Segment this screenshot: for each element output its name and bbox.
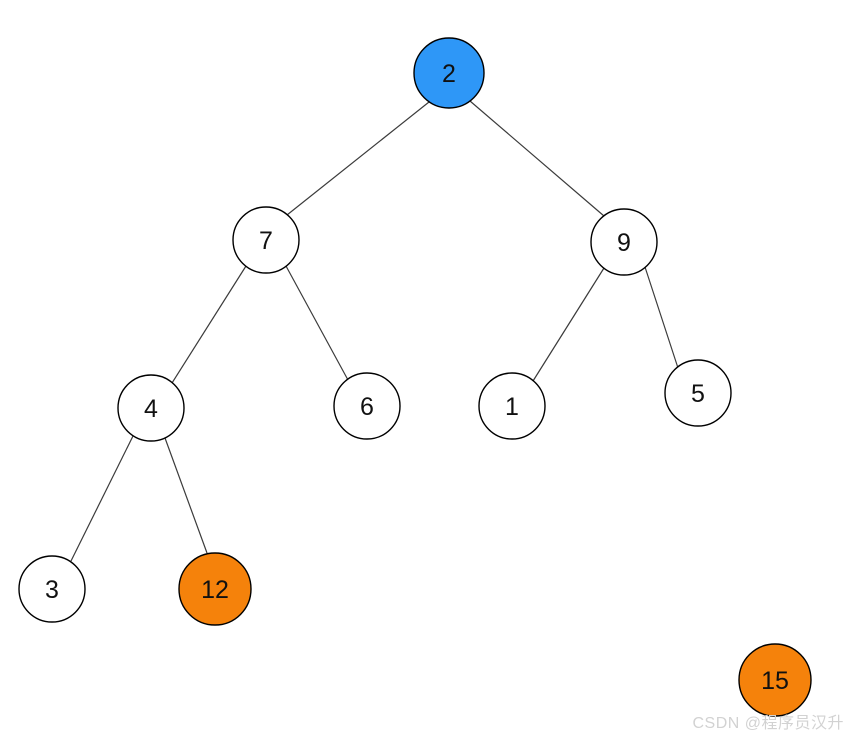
node-circle[interactable] [590, 208, 658, 276]
tree-edge [164, 437, 208, 554]
node-label: 7 [259, 227, 273, 255]
node-label: 5 [691, 380, 705, 408]
tree-edge [285, 265, 349, 381]
node-label: 6 [360, 393, 374, 421]
node-circle[interactable] [18, 555, 86, 623]
tree-node[interactable]: 7 [232, 206, 300, 274]
tree-edge [171, 265, 247, 384]
node-circle[interactable] [664, 359, 732, 427]
tree-node[interactable]: 12 [178, 552, 252, 626]
watermark-text: CSDN @程序员汉升 [692, 715, 844, 732]
tree-edge [644, 266, 679, 369]
tree-node[interactable]: 3 [18, 555, 86, 623]
node-circle[interactable] [178, 552, 252, 626]
node-circle[interactable] [413, 37, 485, 109]
node-circle[interactable] [333, 372, 401, 440]
node-label: 15 [761, 667, 789, 695]
tree-edge [469, 100, 605, 217]
node-circle[interactable] [117, 374, 185, 442]
edges-group [70, 100, 679, 562]
node-label: 2 [442, 60, 456, 88]
node-circle[interactable] [232, 206, 300, 274]
tree-edge [532, 267, 605, 382]
node-label: 9 [617, 229, 631, 257]
tree-node[interactable]: 6 [333, 372, 401, 440]
tree-node[interactable]: 5 [664, 359, 732, 427]
tree-node[interactable]: 4 [117, 374, 185, 442]
node-circle[interactable] [478, 372, 546, 440]
node-circle[interactable] [738, 643, 812, 717]
tree-edge [70, 435, 134, 562]
node-label: 12 [201, 576, 229, 604]
tree-node[interactable]: 15 [738, 643, 812, 717]
tree-node[interactable]: 1 [478, 372, 546, 440]
tree-node[interactable]: 2 [413, 37, 485, 109]
tree-node[interactable]: 9 [590, 208, 658, 276]
tree-edge [286, 101, 430, 216]
node-label: 1 [505, 393, 519, 421]
node-label: 4 [144, 395, 158, 423]
node-label: 3 [45, 576, 59, 604]
